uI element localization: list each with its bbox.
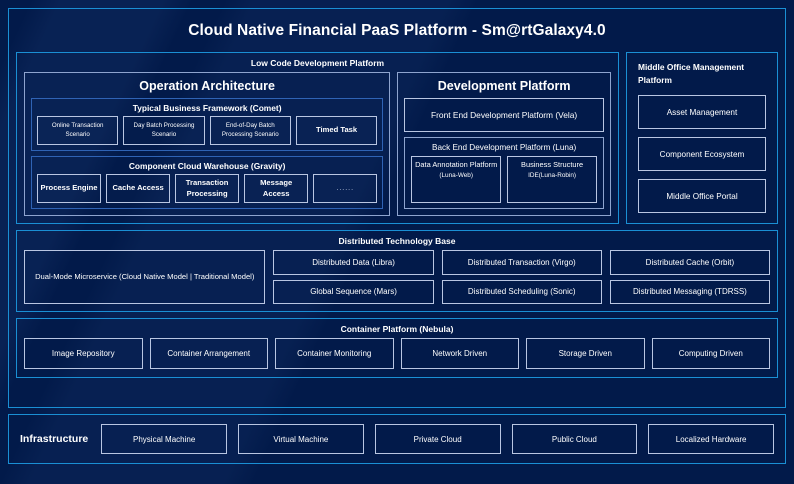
page-title: Cloud Native Financial PaaS Platform - S…: [188, 22, 606, 39]
distributed-column-2: Distributed Transaction (Virgo) Distribu…: [441, 250, 602, 304]
chip-virtual-machine[interactable]: Virtual Machine: [238, 424, 364, 454]
chip-more-ellipsis[interactable]: ......: [313, 174, 378, 203]
chip-dual-mode-microservice[interactable]: Dual-Mode Microservice (Cloud Native Mod…: [24, 250, 266, 304]
chip-storage-driven[interactable]: Storage Driven: [526, 338, 645, 369]
operation-architecture-panel: Operation Architecture Typical Business …: [24, 72, 391, 216]
development-platform-body: Front End Development Platform (Vela) Ba…: [398, 98, 610, 215]
chip-front-end-development-platform[interactable]: Front End Development Platform (Vela): [404, 98, 604, 132]
container-platform-panel: Container Platform (Nebula) Image Reposi…: [16, 318, 778, 378]
chip-data-annotation-platform-sub: (Luna-Web): [439, 171, 473, 179]
development-platform-blocks: Front End Development Platform (Vela) Ba…: [404, 98, 604, 209]
chip-container-arrangement[interactable]: Container Arrangement: [149, 338, 268, 369]
chip-online-transaction-scenario[interactable]: Online Transaction Scenario: [37, 116, 119, 145]
chip-computing-driven[interactable]: Computing Driven: [651, 338, 770, 369]
chip-business-structure-ide-sub: IDE(Luna-Robin): [528, 171, 577, 179]
chip-distributed-transaction[interactable]: Distributed Transaction (Virgo): [441, 250, 602, 275]
chip-data-annotation-platform[interactable]: Data Annotation Platform (Luna-Web): [411, 156, 502, 203]
distributed-column-1: Distributed Data (Libra) Global Sequence…: [273, 250, 434, 304]
chip-private-cloud[interactable]: Private Cloud: [374, 424, 501, 454]
back-end-development-platform-group: Back End Development Platform (Luna) Dat…: [404, 137, 604, 209]
distributed-technology-base-body: Dual-Mode Microservice (Cloud Native Mod…: [17, 250, 777, 311]
operation-architecture-body: Typical Business Framework (Comet) Onlin…: [25, 98, 389, 215]
distributed-technology-base-title: Distributed Technology Base: [338, 236, 456, 246]
back-end-development-platform-items: Data Annotation Platform (Luna-Web) Busi…: [405, 156, 603, 208]
chip-asset-management[interactable]: Asset Management: [638, 95, 766, 130]
component-cloud-warehouse-title: Component Cloud Warehouse (Gravity): [128, 161, 286, 171]
chip-global-sequence[interactable]: Global Sequence (Mars): [273, 279, 434, 304]
container-platform-items: Image Repository Container Arrangement C…: [17, 338, 777, 377]
low-code-development-platform-panel: Low Code Development Platform Operation …: [16, 52, 619, 224]
chip-middle-office-portal[interactable]: Middle Office Portal: [638, 179, 766, 213]
distributed-technology-base-panel: Distributed Technology Base Dual-Mode Mi…: [16, 230, 778, 312]
chip-distributed-cache[interactable]: Distributed Cache (Orbit): [609, 250, 771, 275]
low-code-platform-label: Low Code Development Platform: [250, 58, 385, 68]
chip-distributed-messaging[interactable]: Distributed Messaging (TDRSS): [609, 279, 771, 304]
operation-architecture-title: Operation Architecture: [139, 79, 275, 93]
chip-message-access[interactable]: Message Access: [244, 174, 309, 203]
chip-container-monitoring[interactable]: Container Monitoring: [275, 338, 394, 369]
chip-physical-machine[interactable]: Physical Machine: [101, 424, 228, 454]
platform-body: Low Code Development Platform Operation …: [9, 52, 785, 407]
platform-panel: Cloud Native Financial PaaS Platform - S…: [8, 8, 786, 408]
component-cloud-warehouse-group: Component Cloud Warehouse (Gravity) Proc…: [31, 156, 384, 209]
chip-image-repository[interactable]: Image Repository: [24, 338, 143, 369]
chip-distributed-data[interactable]: Distributed Data (Libra): [273, 250, 434, 275]
chip-day-batch-processing-scenario[interactable]: Day Batch Processing Scenario: [123, 116, 205, 145]
chip-localized-hardware[interactable]: Localized Hardware: [648, 424, 775, 454]
chip-component-ecosystem[interactable]: Component Ecosystem: [638, 137, 766, 172]
back-end-development-platform-title: Back End Development Platform (Luna): [431, 143, 577, 152]
chip-process-engine[interactable]: Process Engine: [37, 174, 102, 203]
chip-transaction-processing[interactable]: Transaction Processing: [175, 174, 240, 203]
low-code-and-middle-office-row: Low Code Development Platform Operation …: [16, 52, 778, 224]
chip-business-structure-ide[interactable]: Business Structure IDE(Luna-Robin): [507, 156, 598, 203]
infrastructure-items: Physical Machine Virtual Machine Private…: [101, 424, 775, 454]
typical-business-framework-group: Typical Business Framework (Comet) Onlin…: [31, 98, 384, 151]
chip-timed-task[interactable]: Timed Task: [295, 116, 378, 145]
distributed-column-3: Distributed Cache (Orbit) Distributed Me…: [609, 250, 771, 304]
chip-cache-access[interactable]: Cache Access: [106, 174, 171, 203]
development-platform-panel: Development Platform Front End Developme…: [397, 72, 611, 216]
chip-distributed-scheduling[interactable]: Distributed Scheduling (Sonic): [441, 279, 602, 304]
low-code-columns: Operation Architecture Typical Business …: [17, 72, 618, 223]
container-platform-title: Container Platform (Nebula): [340, 324, 454, 334]
chip-data-annotation-platform-main: Data Annotation Platform: [415, 160, 498, 169]
development-platform-title: Development Platform: [437, 79, 571, 93]
infrastructure-label: Infrastructure: [20, 433, 89, 445]
component-cloud-warehouse-items: Process Engine Cache Access Transaction …: [32, 174, 382, 208]
typical-business-framework-items: Online Transaction Scenario Day Batch Pr…: [32, 116, 382, 150]
middle-office-management-platform-title: Middle Office Management Platform: [638, 62, 745, 85]
chip-public-cloud[interactable]: Public Cloud: [511, 424, 638, 454]
infrastructure-panel: Infrastructure Physical Machine Virtual …: [8, 414, 786, 464]
chip-end-of-day-batch-processing-scenario[interactable]: End-of-Day Batch Processing Scenario: [209, 116, 291, 145]
middle-office-items: Asset Management Component Ecosystem Mid…: [638, 95, 766, 213]
middle-office-management-platform-panel: Middle Office Management Platform Asset …: [626, 52, 778, 224]
typical-business-framework-title: Typical Business Framework (Comet): [132, 103, 282, 113]
chip-network-driven[interactable]: Network Driven: [400, 338, 519, 369]
chip-business-structure-ide-main: Business Structure: [521, 160, 584, 169]
